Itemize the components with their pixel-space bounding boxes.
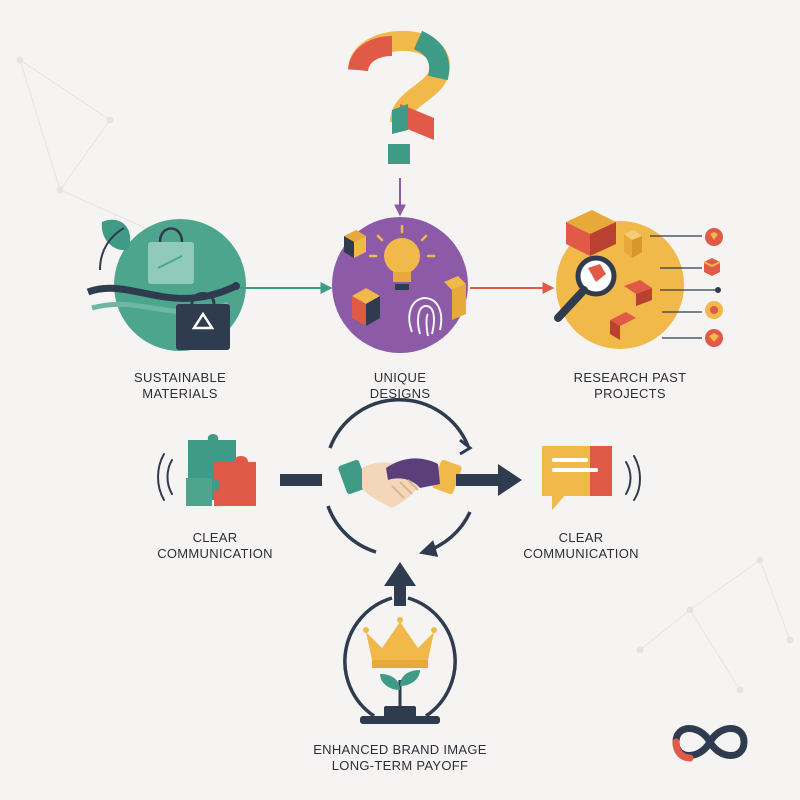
arrow-left-to-handshake: [280, 474, 322, 486]
speech-bubble-icon: [542, 446, 641, 510]
handshake-ring: [326, 398, 473, 557]
crown-icon: [363, 617, 437, 668]
handshake-icon: [338, 458, 462, 508]
question-mark-icon: [348, 30, 451, 164]
sustainable-materials-node: [86, 219, 246, 351]
arrow-brand-to-handshake: [384, 562, 416, 606]
crown-sprout-ring: [343, 596, 457, 724]
infinity-icon: [672, 725, 748, 762]
cube-red-icon: [624, 280, 652, 306]
cube-fold-icon: [610, 312, 636, 340]
puzzle-icon: [157, 434, 256, 506]
cube-medium-icon: [624, 230, 642, 258]
recycle-bag-icon: [176, 292, 230, 350]
fingerprint-icon: [408, 296, 443, 337]
arrow-handshake-to-right: [456, 464, 522, 496]
research-projects-node: [554, 210, 684, 349]
shopping-bag-icon: [148, 227, 194, 284]
cube-icon: [352, 288, 380, 326]
research-mini-icons: [703, 228, 723, 347]
cube-right-icon: [444, 276, 466, 320]
cube-large-icon: [566, 210, 616, 256]
cube-small-icon: [344, 230, 366, 258]
leaf-icon: [99, 219, 131, 271]
sprout-icon: [380, 670, 420, 706]
research-pointer-lines: [650, 235, 716, 339]
magnifier-icon: [554, 255, 617, 322]
wave-ribbon: [86, 282, 238, 302]
unique-designs-node: [332, 217, 468, 353]
lightbulb-icon: [368, 224, 436, 290]
